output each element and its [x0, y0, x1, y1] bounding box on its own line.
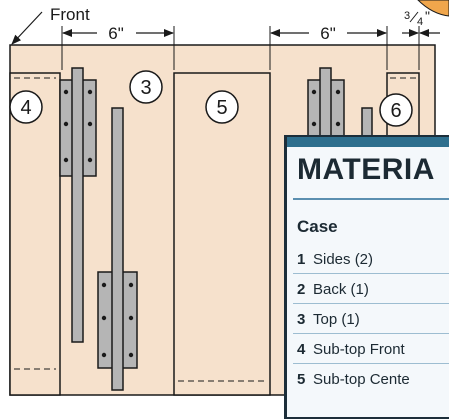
dimension-label-right: 6": [320, 24, 336, 43]
callout-circle: [9, 90, 43, 124]
material-number: 5: [297, 370, 306, 388]
material-number: 4: [297, 340, 306, 358]
material-row: 5 Sub-top Cente: [297, 367, 410, 391]
material-number: 3: [297, 310, 306, 328]
callout-circle: [379, 93, 413, 127]
dimension-fraction-unit: ": [425, 8, 430, 24]
row-divider: [293, 273, 449, 274]
callout-label: 6: [390, 100, 401, 122]
sub-top-front-strip: [9, 72, 61, 396]
title-divider: [293, 198, 449, 200]
dimension-label-left: 6": [108, 24, 124, 43]
material-text: Back (1): [313, 280, 369, 298]
front-leader-arrow: [11, 11, 43, 45]
corner-accent: [417, 0, 449, 17]
material-row: 2 Back (1): [297, 277, 369, 301]
callout-circle: [129, 70, 163, 104]
callout-label: 4: [20, 97, 31, 119]
callout-label: 3: [140, 77, 151, 99]
section-label-case: Case: [297, 217, 338, 236]
material-row: 4 Sub-top Front: [297, 337, 405, 361]
card-header-bar: [287, 137, 449, 147]
material-number: 1: [297, 250, 306, 268]
material-text: Sub-top Front: [313, 340, 405, 358]
callout-circle: [205, 90, 239, 124]
material-text: Sides (2): [313, 250, 374, 268]
dimension-fraction-den: 4: [417, 16, 423, 28]
material-number: 2: [297, 280, 306, 298]
row-divider: [293, 333, 449, 334]
material-row: 3 Top (1): [297, 307, 360, 331]
hinge-barrel: [71, 67, 84, 343]
front-label: Front: [50, 5, 90, 24]
row-divider: [293, 363, 449, 364]
sub-top-center-strip: [173, 72, 271, 396]
material-text: Sub-top Cente: [313, 370, 410, 388]
callout-label: 5: [216, 97, 227, 119]
materials-title: MATERIA: [297, 153, 435, 186]
dimension-fraction-num: 3: [404, 10, 410, 22]
materials-list-card: MATERIA Case 1 Sides (2) 2 Back (1) 3 To…: [284, 135, 449, 419]
hinge-barrel: [111, 107, 124, 391]
row-divider: [293, 303, 449, 304]
material-text: Top (1): [313, 310, 360, 328]
material-row: 1 Sides (2): [297, 247, 373, 271]
